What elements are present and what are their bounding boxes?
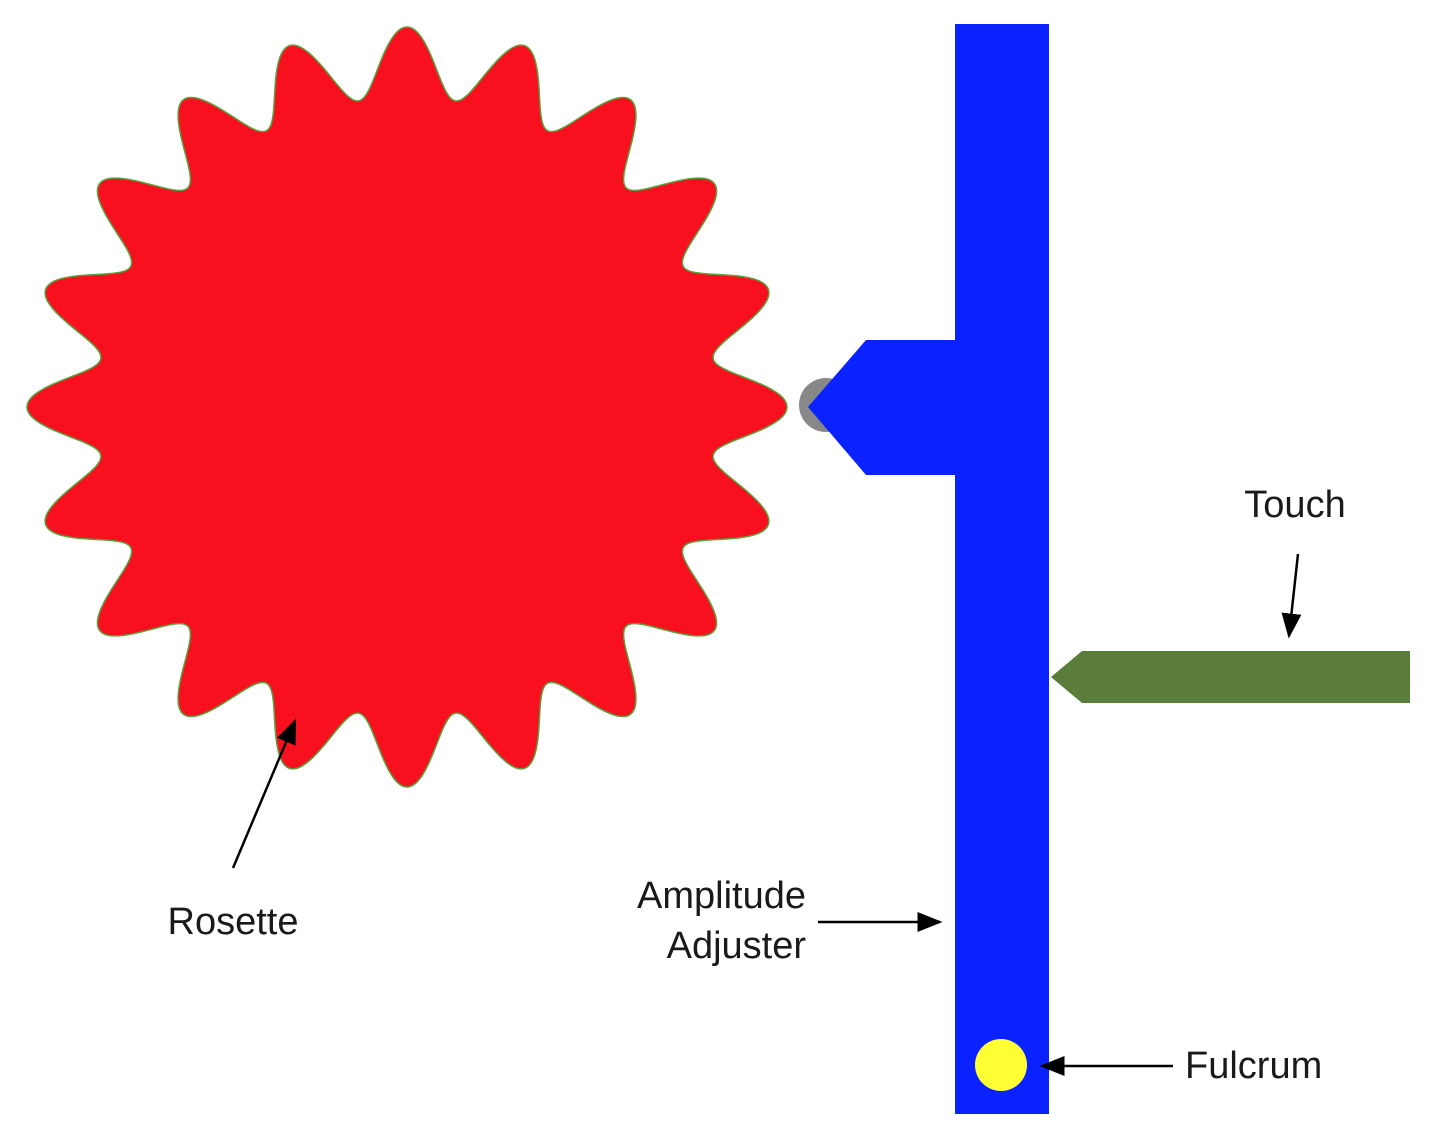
fulcrum-shape [975, 1039, 1027, 1091]
lever-arm [808, 340, 958, 475]
rosette-arrow [231, 718, 297, 869]
rosette-label: Rosette [168, 901, 299, 943]
amplitude-adjuster-lever [808, 24, 1049, 1114]
touch-label: Touch [1244, 484, 1345, 526]
rosette-shape [26, 26, 788, 788]
touch-arrow [1281, 553, 1302, 639]
amplitude-label-line1: Amplitude [637, 875, 806, 917]
fulcrum-label: Fulcrum [1185, 1045, 1322, 1087]
lever-bar [955, 24, 1049, 1114]
touch-shape [1051, 651, 1410, 703]
amplitude-label-line2: Adjuster [667, 925, 807, 967]
